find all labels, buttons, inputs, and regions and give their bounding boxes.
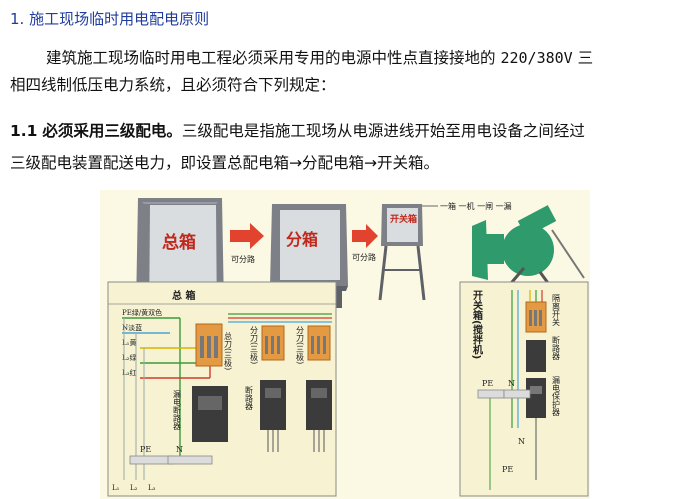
- main-knife-switch-label: 总刀(三极): [224, 331, 233, 370]
- switch-box-title: 开关箱(搅拌机): [471, 290, 484, 359]
- leakage-breaker-label: 漏电断路器: [173, 389, 182, 431]
- sub-box-label: 分箱: [286, 230, 318, 249]
- rule-number: 1.1: [10, 122, 38, 140]
- leakage-protector-label: 漏电保护器: [552, 375, 561, 417]
- branch-label-2: 可分路: [352, 252, 376, 262]
- isolating-switch-label: 隔离开关: [552, 294, 561, 327]
- circuit-breaker-label: 断路器: [552, 335, 561, 361]
- wire-label-pe: PE绿/黄双色: [122, 308, 162, 317]
- main-box-illustration: 总箱: [136, 198, 224, 330]
- mixer-machine-icon: [472, 205, 585, 297]
- three-level-distribution-diagram: 总箱 可分路 分箱 可分路 开关箱 一箱 一机 一闸 一漏: [100, 190, 590, 499]
- intro-paragraph-line1: 建筑施工现场临时用电工程必须采用专用的电源中性点直接接地的 220/380V 三: [10, 45, 686, 72]
- breaker-label: 断路器: [245, 385, 254, 411]
- main-box-label: 总箱: [162, 232, 196, 253]
- wire-label-l1: L₁黄: [122, 338, 136, 347]
- wire-label-l3: L₃红: [122, 368, 136, 377]
- branch-label-1: 可分路: [231, 254, 255, 264]
- main-box-panel: 总 箱 PE绿/黄双色 N淡蓝 L₁黄 L₂绿 L₃红 总刀(三极) 漏电断路器: [107, 281, 337, 497]
- intro-text: 建筑施工现场临时用电工程必须采用专用的电源中性点直接接地的: [46, 49, 496, 67]
- arrow-icon: [352, 224, 378, 248]
- sub-knife-switch-2-label: 分刀(三极): [296, 326, 305, 364]
- wire-label-l2: L₂绿: [122, 353, 136, 362]
- main-box-title: 总 箱: [172, 289, 195, 302]
- sub-knife-switch-1-label: 分刀(三极): [250, 326, 259, 364]
- rule-title: 必须采用三级配电。: [42, 122, 182, 140]
- sw-pe-label: PE: [482, 379, 493, 388]
- switch-box-illustration: 开关箱: [378, 204, 426, 301]
- rule-text: 三级配电是指施工现场从电源进线开始至用电设备之间经过: [181, 122, 585, 140]
- sw-n-label: N: [508, 379, 515, 388]
- n-terminal-label: N: [176, 445, 183, 454]
- pe-terminal-label: PE: [140, 445, 151, 454]
- sw-n2-label: N: [518, 437, 525, 446]
- switch-box-label: 开关箱: [390, 213, 417, 225]
- rule-paragraph-line2: 三级配电装置配送电力，即设置总配电箱→分配电箱→开关箱。: [10, 154, 439, 172]
- wire-label-n: N淡蓝: [122, 323, 142, 332]
- section-heading: 1. 施工现场临时用电配电原则: [10, 10, 210, 28]
- principle-label: 一箱 一机 一闸 一漏: [440, 201, 512, 211]
- bottom-label-l1: L₁: [112, 484, 120, 492]
- bottom-label-l2: L₂: [130, 484, 138, 492]
- switch-box-panel: 开关箱(搅拌机) 隔离开关 断路器 漏电保护器 PE N N PE: [459, 281, 589, 497]
- bottom-label-l3: L₃: [148, 484, 156, 492]
- voltage-value: 220/380V: [500, 49, 573, 67]
- intro-line-end: 三: [577, 49, 594, 67]
- rule-paragraph-line1: 1.1 必须采用三级配电。三级配电是指施工现场从电源进线开始至用电设备之间经过: [10, 118, 686, 145]
- arrow-icon: [230, 223, 264, 249]
- intro-paragraph-line2: 相四线制低压电力系统，且必须符合下列规定：: [10, 76, 336, 94]
- sw-pe2-label: PE: [502, 465, 513, 474]
